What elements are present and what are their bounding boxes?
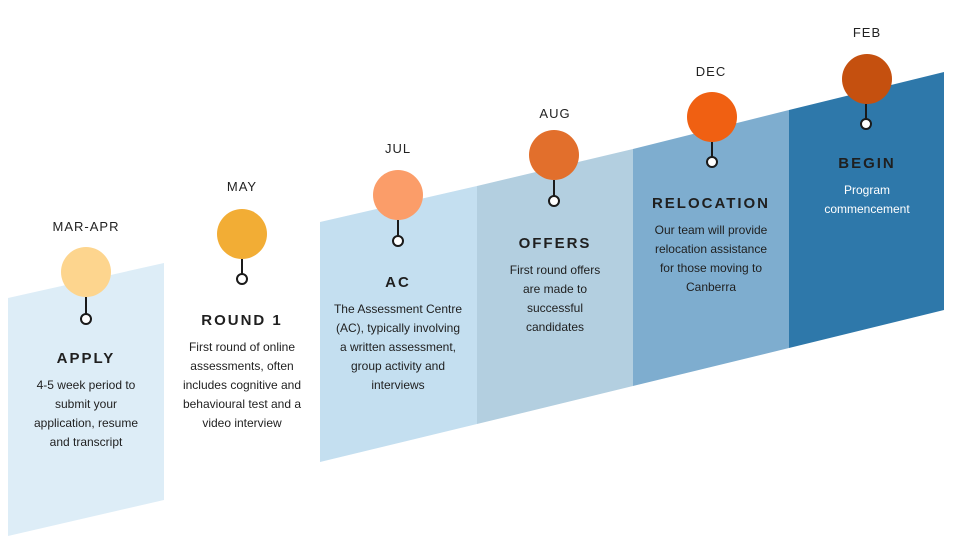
band-offers (477, 149, 633, 424)
month-label-apply: MAR-APR (52, 219, 120, 234)
band-relocation (633, 110, 789, 386)
stage-desc-offers: First round offers are made to successfu… (509, 263, 601, 334)
milestone-dot-begin (842, 54, 892, 104)
stage-title-offers: OFFERS (518, 235, 592, 252)
band-apply (8, 263, 164, 536)
stage-title-begin: BEGIN (838, 155, 896, 172)
stage-apply: APPLY 4-5 week period to submit your app… (8, 350, 164, 452)
stage-title-relocation: RELOCATION (651, 195, 771, 212)
band-begin (789, 72, 944, 348)
stage-desc-ac: The Assessment Centre (AC), typically in… (333, 302, 463, 392)
month-label-ac: JUL (384, 141, 412, 156)
stage-desc-begin: Program commencement (824, 183, 910, 216)
stage-relocation: RELOCATION Our team will provide relocat… (633, 195, 789, 297)
stage-title-apply: APPLY (56, 350, 116, 367)
month-label-begin: FEB (852, 25, 882, 40)
stage-ac: AC The Assessment Centre (AC), typically… (320, 274, 476, 395)
month-label-relocation: DEC (695, 64, 727, 79)
milestone-dot-offers (529, 130, 579, 180)
month-label-round-1: MAY (226, 179, 258, 194)
milestone-dot-round-1 (217, 209, 267, 259)
stage-begin: BEGIN Program commencement (789, 155, 945, 219)
month-label-offers: AUG (539, 106, 571, 121)
stage-title-round-1: ROUND 1 (201, 312, 283, 329)
milestone-dot-ac (373, 170, 423, 220)
stage-desc-round-1: First round of online assessments, often… (182, 340, 302, 430)
band-ac (320, 186, 477, 462)
stage-offers: OFFERS First round offers are made to su… (477, 235, 633, 337)
milestone-dot-apply (61, 247, 111, 297)
stage-title-ac: AC (385, 274, 411, 291)
stage-round-1: ROUND 1 First round of online assessment… (164, 312, 320, 433)
stage-desc-relocation: Our team will provide relocation assista… (654, 223, 768, 294)
milestone-dot-relocation (687, 92, 737, 142)
stage-desc-apply: 4-5 week period to submit your applicati… (33, 378, 139, 449)
